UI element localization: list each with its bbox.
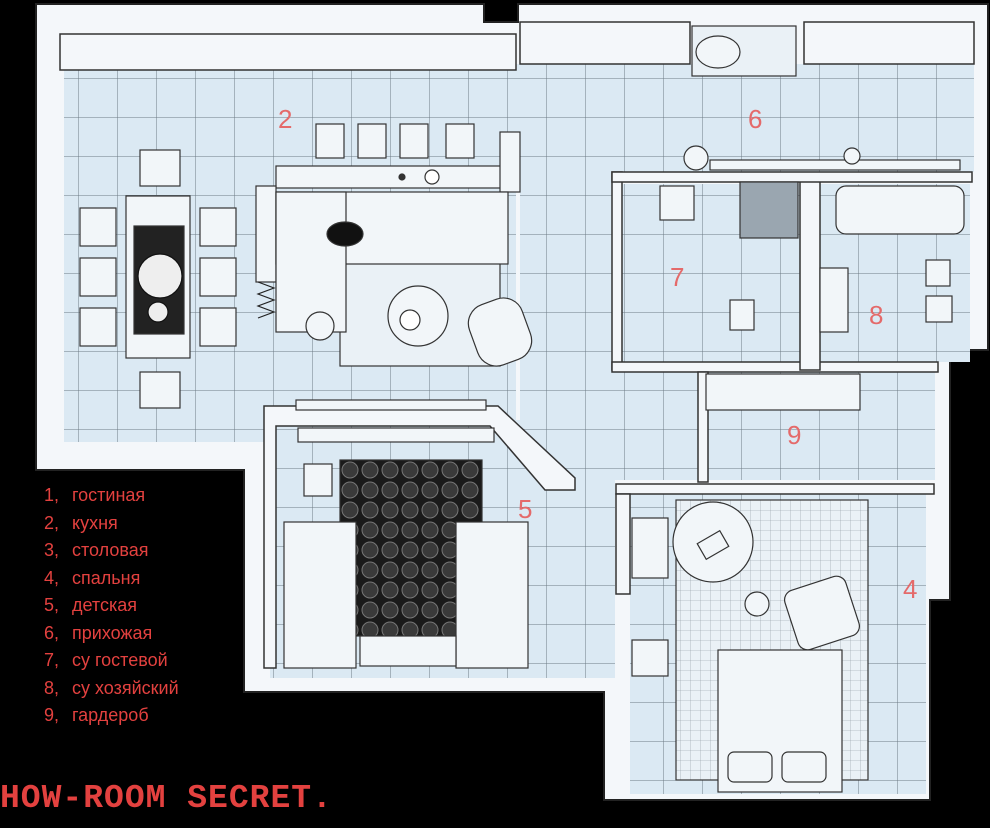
- legend-item: 1, гостиная: [44, 482, 179, 510]
- room-number-9: 9: [787, 420, 801, 450]
- legend-number: 8,: [44, 677, 60, 698]
- legend-label: гардероб: [72, 705, 149, 725]
- legend-label: су хозяйский: [72, 677, 179, 698]
- legend-number: 3,: [44, 540, 60, 560]
- legend-item: 2, кухня: [44, 510, 179, 538]
- room-number-2: 2: [278, 104, 292, 134]
- room-legend: 1,гостиная 2,кухня 3,столовая 4,спальня …: [44, 482, 179, 730]
- legend-label: спальня: [72, 567, 141, 588]
- wardrobe-furniture: [705, 373, 861, 411]
- room-number-6: 6: [748, 104, 762, 134]
- legend-number: 9,: [44, 705, 60, 725]
- dining-table: [79, 149, 237, 409]
- legend-item: 9, гардероб: [44, 702, 179, 730]
- legend-item: 4, спальня: [44, 565, 179, 593]
- legend-item: 5, детская: [44, 592, 179, 620]
- legend-label: детская: [72, 595, 137, 615]
- legend-label: су гостевой: [72, 650, 168, 670]
- room-number-5: 5: [518, 494, 532, 524]
- living-room-furniture: [275, 191, 533, 411]
- legend-label: столовая: [72, 540, 149, 560]
- inner-walls: [59, 21, 975, 669]
- legend-number: 1,: [44, 485, 60, 505]
- room-number-4: 4: [903, 574, 917, 604]
- room-number-8: 8: [869, 300, 883, 330]
- legend-number: 5,: [44, 595, 60, 615]
- legend-number: 4,: [44, 567, 60, 588]
- hallway-furniture: [683, 25, 961, 171]
- room-number-7: 7: [670, 262, 684, 292]
- legend-item: 3, столовая: [44, 537, 179, 565]
- legend-number: 6,: [44, 622, 60, 643]
- bathroom-fixtures: [659, 181, 965, 333]
- legend-item: 6, прихожая: [44, 620, 179, 648]
- legend-label: прихожая: [72, 622, 153, 643]
- legend-item: 8, су хозяйский: [44, 675, 179, 703]
- kitchen-furniture: [255, 123, 521, 319]
- legend-label: гостиная: [72, 485, 146, 505]
- kids-room-furniture: [283, 427, 529, 669]
- legend-item: 7, су гостевой: [44, 647, 179, 675]
- brand-caption: HOW-ROOM SECRET.: [0, 780, 333, 817]
- legend-number: 2,: [44, 512, 60, 533]
- legend-number: 7,: [44, 650, 60, 670]
- bedroom-furniture: [631, 499, 869, 793]
- legend-label: кухня: [72, 512, 118, 533]
